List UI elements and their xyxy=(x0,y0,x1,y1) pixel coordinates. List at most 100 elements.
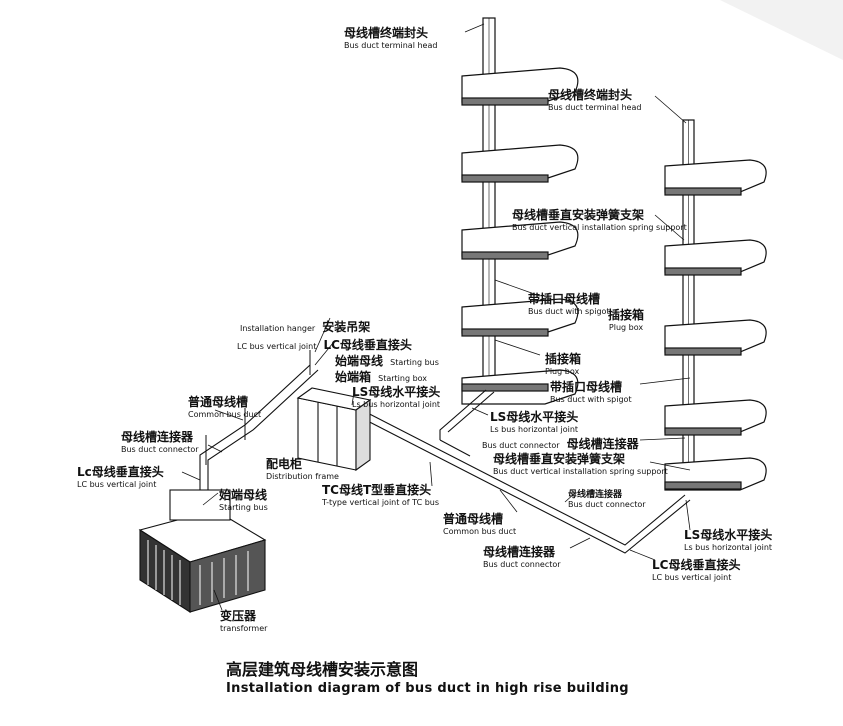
label-en: Starting bus xyxy=(390,358,439,367)
label-zh: 普通母线槽 xyxy=(443,512,504,526)
left-floors xyxy=(461,67,579,405)
label-connector-bottom: 母线槽连接器 Bus duct connector xyxy=(483,543,561,569)
label-starting-bus-top: 始端母线 Starting bus xyxy=(335,350,439,369)
label-zh: 母线槽终端封头 xyxy=(548,88,633,102)
label-en: Starting bus xyxy=(219,503,268,512)
label-en: Installation hanger xyxy=(240,324,316,333)
label-zh: 母线槽垂直安装弹簧支架 xyxy=(493,452,626,466)
label-starting-bus-bottom: 始端母线 Starting bus xyxy=(219,486,268,512)
label-zh: 始端母线 xyxy=(335,354,384,368)
label-en: Bus duct connector xyxy=(482,441,560,450)
label-en: Ls bus horizontal joint xyxy=(490,425,579,434)
floor-slab xyxy=(664,239,767,276)
label-zh: 始端母线 xyxy=(219,488,268,502)
floor-slab xyxy=(461,67,579,106)
label-spring-support-1: 母线槽垂直安装弹簧支架 Bus duct vertical installati… xyxy=(512,206,687,232)
label-terminal-head-1: 母线槽终端封头 Bus duct terminal head xyxy=(344,24,437,50)
label-en: Common bus duct xyxy=(188,410,262,419)
floor-slab xyxy=(664,399,767,436)
label-distribution: 配电柜 Distribution frame xyxy=(266,455,339,481)
hangers xyxy=(205,350,311,465)
label-zh: LC母线垂直接头 xyxy=(323,338,412,352)
label-zh: 母线槽连接器 xyxy=(121,430,194,444)
label-en: Ls bus horizontal joint xyxy=(684,543,773,552)
label-zh: 配电柜 xyxy=(266,457,303,471)
diagram-title-en: Installation diagram of bus duct in high… xyxy=(226,681,629,696)
label-hanger: Installation hanger 安装吊架 xyxy=(240,316,370,335)
label-lc-joint-left: Lc母线垂直接头 LC bus vertical joint xyxy=(77,463,164,489)
label-en: Bus duct connector xyxy=(568,500,646,509)
label-zh: 始端箱 xyxy=(335,370,372,384)
label-en: Plug box xyxy=(545,367,580,376)
label-en: Plug box xyxy=(608,323,644,332)
floor-slab xyxy=(461,369,579,405)
label-zh: 带插口母线槽 xyxy=(550,380,623,394)
label-en: Bus duct with spigot xyxy=(550,395,632,404)
label-zh: 带插口母线槽 xyxy=(528,292,601,306)
background-shade xyxy=(720,0,843,60)
label-zh: 母线槽连接器 xyxy=(566,437,639,451)
label-zh: LC母线垂直接头 xyxy=(652,558,741,572)
label-en: transformer xyxy=(220,624,268,633)
label-zh: 变压器 xyxy=(220,609,257,623)
label-ls-joint-2: LS母线水平接头 Ls bus horizontal joint xyxy=(684,526,772,552)
label-ls-joint-left: LS母线水平接头 Ls bus horizontal joint xyxy=(352,383,440,409)
label-common-bus-left: 普通母线槽 Common bus duct xyxy=(188,393,261,419)
floor-slab xyxy=(664,159,767,196)
label-plug-bus-1: 带插口母线槽 Bus duct with spigot xyxy=(528,290,610,316)
label-zh: 安装吊架 xyxy=(322,320,371,334)
label-connector-left: 母线槽连接器 Bus duct connector xyxy=(121,428,199,454)
floor-slab xyxy=(664,457,767,491)
floor-slab xyxy=(461,298,579,337)
leader-lines xyxy=(181,23,691,611)
label-ls-joint-1: LS母线水平接头 Ls bus horizontal joint xyxy=(490,408,578,434)
horizontal-bus xyxy=(199,364,691,554)
label-connector-mid: 母线槽连接器 Bus duct connector xyxy=(568,487,646,509)
label-zh: 母线槽垂直安装弹簧支架 xyxy=(512,208,645,222)
label-en: Bus duct with spigot xyxy=(528,307,610,316)
label-zh: LS母线水平接头 xyxy=(490,410,579,424)
label-common-bus-mid: 普通母线槽 Common bus duct xyxy=(443,510,516,536)
floor-slab xyxy=(461,144,579,183)
label-transformer: 变压器 transformer xyxy=(220,607,267,633)
label-en: Ls bus horizontal joint xyxy=(352,400,441,409)
label-lc-joint-top: LC bus vertical joint LC母线垂直接头 xyxy=(237,334,412,353)
label-en: Starting box xyxy=(378,374,428,383)
label-en: LC bus vertical joint xyxy=(652,573,732,582)
floor-slab xyxy=(664,319,767,356)
label-plug-box-1: 插接箱 Plug box xyxy=(608,306,644,332)
floor-slab xyxy=(461,221,579,260)
label-terminal-head-2: 母线槽终端封头 Bus duct terminal head xyxy=(548,86,641,112)
label-en: LC bus vertical joint xyxy=(77,480,157,489)
label-en: T-type vertical joint of TC bus xyxy=(322,498,440,507)
label-zh: Lc母线垂直接头 xyxy=(77,465,164,479)
label-en: Bus duct vertical installation spring su… xyxy=(493,467,668,476)
label-zh: 母线槽连接器 xyxy=(568,490,623,500)
label-zh: LS母线水平接头 xyxy=(352,385,441,399)
transformer-drawing xyxy=(138,489,267,614)
label-tc-joint: TC母线T型垂直接头 T-type vertical joint of TC b… xyxy=(322,481,439,507)
label-zh: 插接箱 xyxy=(608,308,645,322)
label-zh: 普通母线槽 xyxy=(188,395,249,409)
label-plug-box-2: 插接箱 Plug box xyxy=(545,350,581,376)
label-en: Bus duct terminal head xyxy=(548,103,642,112)
label-en: Bus duct vertical installation spring su… xyxy=(512,223,687,232)
diagram-title-zh: 高层建筑母线槽安装示意图 xyxy=(226,660,419,679)
label-zh: 母线槽终端封头 xyxy=(344,26,429,40)
label-zh: 母线槽连接器 xyxy=(483,545,556,559)
label-spring-support-2: 母线槽垂直安装弹簧支架 Bus duct vertical installati… xyxy=(493,450,668,476)
label-zh: 插接箱 xyxy=(545,352,582,366)
label-zh: TC母线T型垂直接头 xyxy=(322,483,432,497)
label-plug-bus-2: 带插口母线槽 Bus duct with spigot xyxy=(550,378,632,404)
label-en: Bus duct connector xyxy=(483,560,561,569)
label-en: Common bus duct xyxy=(443,527,517,536)
label-en: Bus duct connector xyxy=(121,445,199,454)
label-zh: LS母线水平接头 xyxy=(684,528,773,542)
label-connector-right: Bus duct connector 母线槽连接器 xyxy=(482,433,639,452)
label-en: Distribution frame xyxy=(266,472,339,481)
label-en: Bus duct terminal head xyxy=(344,41,438,50)
label-starting-box: 始端箱 Starting box xyxy=(335,366,427,385)
label-en: LC bus vertical joint xyxy=(237,342,317,351)
label-lc-joint-right: LC母线垂直接头 LC bus vertical joint xyxy=(652,556,740,582)
